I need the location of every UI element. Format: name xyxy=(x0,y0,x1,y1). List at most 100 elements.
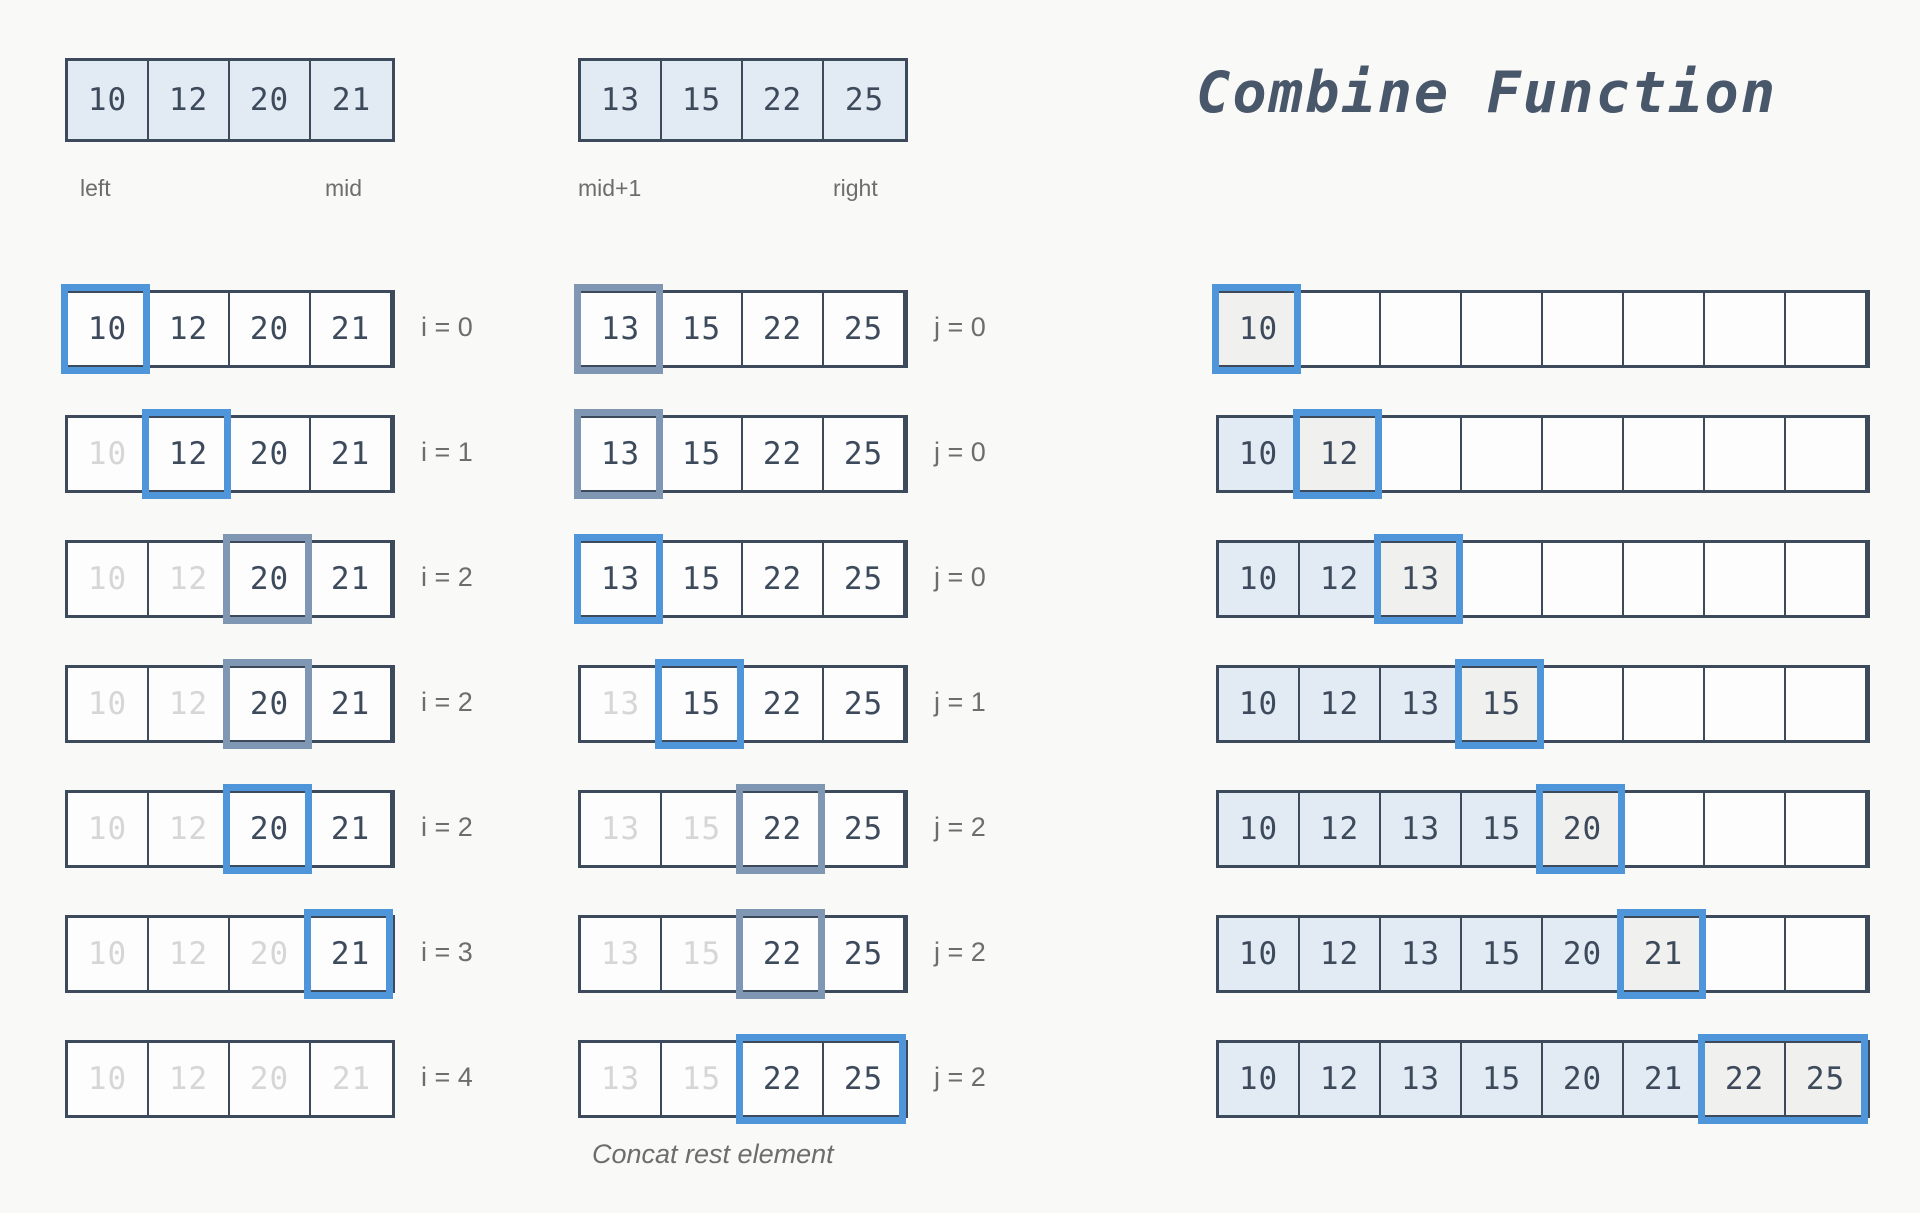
left-array-cell: 10 xyxy=(68,918,149,990)
right-array-cell: 22 xyxy=(743,793,824,865)
right-array-cell: 13 xyxy=(581,418,662,490)
left-array-cell: 21 xyxy=(311,543,392,615)
right-array-cell: 25 xyxy=(824,668,905,740)
left-array-cell: 21 xyxy=(311,418,392,490)
pointer-j-label: j = 1 xyxy=(934,687,986,717)
pointer-j-label: j = 0 xyxy=(934,562,986,592)
result-array-cell xyxy=(1786,293,1867,365)
right-array-cell: 22 xyxy=(743,1043,824,1115)
result-array-cell xyxy=(1786,418,1867,490)
left-array-cell: 21 xyxy=(311,668,392,740)
header-left-cell: 10 xyxy=(68,61,149,139)
right-array-cell: 15 xyxy=(662,918,743,990)
result-array-cell: 20 xyxy=(1543,1043,1624,1115)
result-array-cell xyxy=(1381,418,1462,490)
result-array: 10 xyxy=(1212,284,1870,374)
left-array-cell: 12 xyxy=(149,543,230,615)
right-array-cell: 22 xyxy=(743,543,824,615)
left-array-cell: 21 xyxy=(311,918,392,990)
result-array-cell: 10 xyxy=(1219,1043,1300,1115)
right-array-cell: 25 xyxy=(824,918,905,990)
result-array-cell: 25 xyxy=(1786,1043,1867,1115)
right-array-cell: 15 xyxy=(662,418,743,490)
result-array-cell xyxy=(1786,793,1867,865)
pointer-i-label: i = 2 xyxy=(421,687,473,717)
left-array-cell: 10 xyxy=(68,293,149,365)
result-array-cell xyxy=(1705,293,1786,365)
right-array-cell: 13 xyxy=(581,1043,662,1115)
left-array-cell: 12 xyxy=(149,918,230,990)
left-array-cell: 10 xyxy=(68,543,149,615)
result-array-cell: 15 xyxy=(1462,793,1543,865)
result-array-cell: 10 xyxy=(1219,543,1300,615)
result-array-cell: 10 xyxy=(1219,918,1300,990)
left-array-cell: 20 xyxy=(230,418,311,490)
right-array-cell: 15 xyxy=(662,793,743,865)
result-array-cell: 15 xyxy=(1462,1043,1543,1115)
header-right-cell: 15 xyxy=(662,61,743,139)
pointer-i-label: i = 0 xyxy=(421,312,473,342)
result-array-cell xyxy=(1624,293,1705,365)
right-array-cell: 13 xyxy=(581,293,662,365)
left-array-cell: 20 xyxy=(230,918,311,990)
left-array-cell: 21 xyxy=(311,1043,392,1115)
left-array-cell: 21 xyxy=(311,293,392,365)
left-array-cell: 12 xyxy=(149,418,230,490)
right-array-cell: 15 xyxy=(662,543,743,615)
result-array-cell: 21 xyxy=(1624,1043,1705,1115)
header-right-cell: 25 xyxy=(824,61,905,139)
result-array-cell: 20 xyxy=(1543,918,1624,990)
result-array-cell: 13 xyxy=(1381,668,1462,740)
label-left: left xyxy=(80,175,111,201)
result-array-cell: 10 xyxy=(1219,793,1300,865)
result-array-cell: 12 xyxy=(1300,418,1381,490)
concat-note: Concat rest element xyxy=(592,1139,834,1169)
result-array-cell: 10 xyxy=(1219,668,1300,740)
left-array-cell: 20 xyxy=(230,793,311,865)
right-array-cell: 13 xyxy=(581,793,662,865)
right-array-cell: 22 xyxy=(743,418,824,490)
header-right-cell: 22 xyxy=(743,61,824,139)
right-array-cell: 13 xyxy=(581,668,662,740)
result-array-cell: 21 xyxy=(1624,918,1705,990)
pointer-j-label: j = 2 xyxy=(934,937,986,967)
pointer-i-label: i = 4 xyxy=(421,1062,473,1092)
right-array-cell: 13 xyxy=(581,543,662,615)
result-array-cell xyxy=(1624,668,1705,740)
result-array-cell xyxy=(1462,543,1543,615)
result-array-cell xyxy=(1705,418,1786,490)
header-right-cell: 13 xyxy=(581,61,662,139)
result-array-cell: 12 xyxy=(1300,793,1381,865)
result-array-cell xyxy=(1624,418,1705,490)
result-array-cell xyxy=(1786,918,1867,990)
pointer-j-label: j = 2 xyxy=(934,1062,986,1092)
result-array-cell xyxy=(1543,293,1624,365)
result-array-cell: 13 xyxy=(1381,1043,1462,1115)
result-array-cell: 10 xyxy=(1219,418,1300,490)
result-array-cell xyxy=(1300,293,1381,365)
result-array-cell xyxy=(1705,793,1786,865)
right-array-cell: 22 xyxy=(743,668,824,740)
